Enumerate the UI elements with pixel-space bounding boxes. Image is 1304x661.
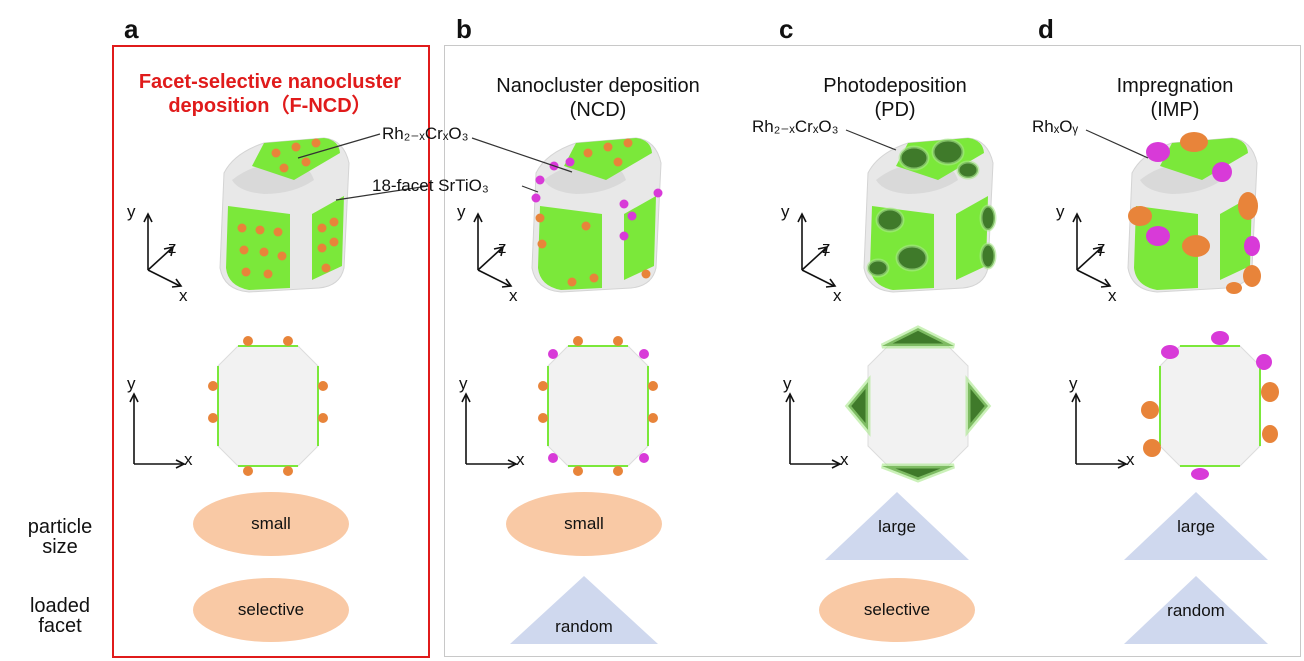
shape-c-facet-ellipse	[819, 578, 975, 642]
row-shapes	[193, 492, 1268, 644]
panel-a-size-text: small	[251, 514, 291, 533]
axis-z-label-d: z	[1097, 238, 1106, 257]
shape-a-size-ellipse	[193, 492, 349, 556]
panel-d-title: Impregnation (IMP)	[1100, 74, 1250, 122]
shape-d-facet-triangle	[1124, 576, 1268, 644]
annotation-srtio3: 18-facet SrTiO₃	[372, 176, 489, 195]
panel-d-title-line2: (IMP)	[1150, 99, 1200, 121]
panel-c-title: Photodeposition (PD)	[820, 74, 970, 122]
row-label-particle-size: particle size	[10, 517, 110, 557]
section-c	[844, 325, 992, 483]
axis-y-label-b: y	[457, 202, 466, 221]
panel-a-title-line1: Facet-selective nanocluster	[138, 71, 402, 93]
crystal-c	[863, 137, 997, 293]
panels-bcd-frame	[444, 45, 1301, 657]
axis2d-x-label-b: x	[516, 450, 525, 469]
crystal-b	[531, 137, 663, 293]
leader-lines	[297, 129, 1149, 201]
axis-z-label-b: z	[498, 238, 507, 257]
axis2d-y-label-d: y	[1069, 374, 1078, 393]
panel-d-size-text: large	[1177, 517, 1215, 536]
panel-letter-c: c	[779, 14, 794, 44]
section-b	[538, 336, 658, 476]
axis2d-y-label-a: y	[127, 374, 136, 393]
axis2d-x-label-a: x	[184, 450, 193, 469]
axes2d-b	[461, 393, 517, 469]
crystal-d	[1127, 132, 1261, 294]
axis-x-label-a: x	[179, 286, 188, 305]
panel-d-title-line1: Impregnation	[1116, 75, 1234, 97]
axes2d-d	[1071, 393, 1127, 469]
axis2d-x-label-c: x	[840, 450, 849, 469]
panel-c-size-text: large	[878, 517, 916, 536]
panel-a-title: Facet-selective nanocluster deposition（F…	[120, 70, 420, 118]
axis2d-x-label-d: x	[1126, 450, 1135, 469]
panel-letter-d: d	[1038, 14, 1054, 44]
panel-c-title-line2: (PD)	[874, 99, 916, 121]
panel-letter-a: a	[124, 14, 139, 44]
annotation-rhcro-a: Rh₂₋ₓCrₓO₃	[382, 124, 469, 143]
panel-c-facet-text: selective	[863, 600, 931, 619]
panel-letter-b: b	[456, 14, 472, 44]
shape-c-size-triangle	[825, 492, 969, 560]
panel-b-title-line1: Nanocluster deposition	[496, 75, 700, 97]
shape-a-facet-ellipse	[193, 578, 349, 642]
crystal-a	[219, 137, 350, 293]
section-a	[208, 336, 328, 476]
row-label-size-line2: size	[42, 536, 78, 558]
row-label-facet-line1: loaded	[29, 595, 91, 617]
panel-c-title-line1: Photodeposition	[823, 75, 967, 97]
panel-b-size-text: small	[564, 514, 604, 533]
axes2d-a	[129, 393, 185, 469]
panel-b-title-line2: (NCD)	[569, 99, 627, 121]
axis-y-label-d: y	[1056, 202, 1065, 221]
row-label-facet-line2: facet	[38, 615, 82, 637]
panel-d-facet-text: random	[1167, 601, 1225, 620]
section-d	[1141, 331, 1279, 480]
shape-d-size-triangle	[1124, 492, 1268, 560]
panel-a-frame	[112, 45, 430, 658]
shape-b-facet-triangle	[510, 576, 658, 644]
axis-x-label-c: x	[833, 286, 842, 305]
axis-z-label-c: z	[822, 238, 831, 257]
panel-b-title: Nanocluster deposition (NCD)	[478, 74, 718, 122]
annotation-rhoxy-d: RhₓOᵧ	[1032, 117, 1078, 136]
annotation-rhcro-c: Rh₂₋ₓCrₓO₃	[752, 117, 839, 136]
axis-x-label-d: x	[1108, 286, 1117, 305]
axis2d-y-label-b: y	[459, 374, 468, 393]
shape-b-size-ellipse	[506, 492, 662, 556]
axis-y-label-c: y	[781, 202, 790, 221]
row-label-loaded-facet: loaded facet	[10, 596, 110, 636]
axis-x-label-b: x	[509, 286, 518, 305]
axis2d-y-label-c: y	[783, 374, 792, 393]
axes2d-c	[785, 393, 841, 469]
axis-z-label-a: z	[168, 238, 177, 257]
axis-y-label-a: y	[127, 202, 136, 221]
panel-a-facet-text: selective	[237, 600, 305, 619]
panel-b-facet-text: random	[555, 617, 613, 636]
panel-a-title-line2: deposition（F-NCD）	[168, 95, 372, 117]
row-label-size-line1: particle	[27, 516, 93, 538]
